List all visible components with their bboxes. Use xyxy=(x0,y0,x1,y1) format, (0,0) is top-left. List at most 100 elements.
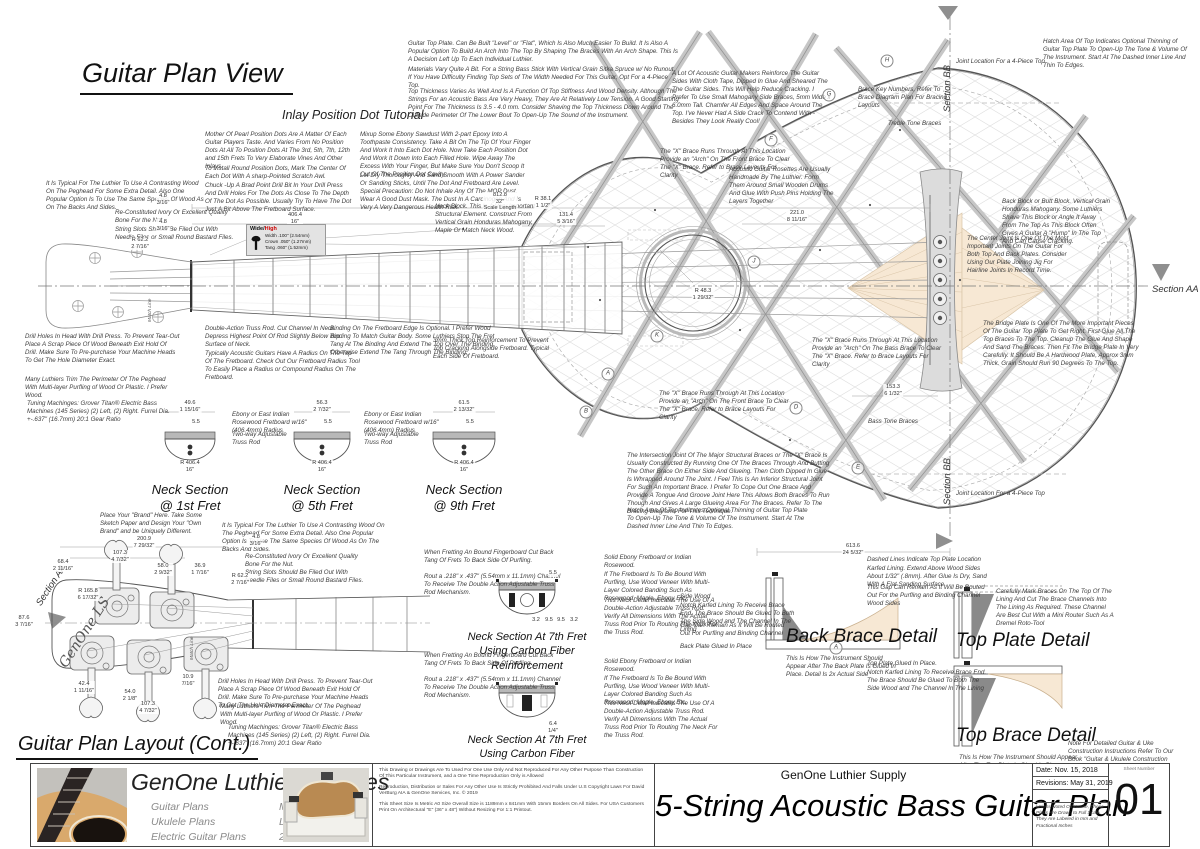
annotation: Materials Vary Quite A Bit. For a String… xyxy=(408,66,676,90)
annotation: The Intersection Joint Of The Major Stru… xyxy=(627,452,830,516)
date-row: Date: Nov. 15, 2018 xyxy=(1033,764,1108,777)
annotation: Binding On The Fretboard Edge Is Optiona… xyxy=(330,325,495,357)
annotation: Gap Can Remain As It Will Be Routed Out … xyxy=(680,622,785,638)
layout-title: Guitar Plan Layout (Cont.) xyxy=(16,733,259,760)
annotation: Rout a .218" x .437" (5.54mm x 11.1mm) C… xyxy=(424,573,561,597)
annotation: Special Precaution: Do Not Inhale Any Of… xyxy=(360,188,522,212)
sheet-number: 01 xyxy=(1114,775,1164,824)
brace-key-a: A xyxy=(601,367,615,381)
annotation: Place Your "Brand" Here. Take Some Sketc… xyxy=(100,512,203,536)
plan-title: 5-String Acoustic Bass Guitar Plan xyxy=(655,788,1130,823)
top-plate-detail-drawing xyxy=(953,585,1062,659)
annotation: The Bridge Plate Is One Of The More Impo… xyxy=(983,320,1139,368)
annotation: The "X" Brace Runs Through At This Locat… xyxy=(812,337,942,369)
annotation: Mother Of Pearl Position Dots Are A Matt… xyxy=(205,131,350,171)
dimension-label: 9.5 xyxy=(544,617,554,624)
section-aa-line xyxy=(38,264,1170,629)
annotation: A Lot Of Acoustic Guitar Makers Reinforc… xyxy=(672,70,831,126)
tail-block xyxy=(1097,241,1129,335)
annotation: GenOne LS xyxy=(56,594,114,671)
fretwire-rows: Width .100" (2.54mm) Crown .050" (1.27mm… xyxy=(265,233,312,251)
annotation: The Center Joint Is One Of The Most Impo… xyxy=(967,235,1069,275)
annotation: Treble Tone Braces xyxy=(888,120,942,127)
dimension-label: 3.2 xyxy=(569,617,579,624)
revisions-row: Revisions: May 31, 2019 xyxy=(1033,777,1113,790)
back-brace-detail-title: Back Brace Detail xyxy=(786,626,938,647)
annotation: Ebony or East Indian Rosewood Fretboard … xyxy=(364,411,439,435)
brace-key-f: F xyxy=(764,133,778,147)
scale-note: Unless Noted Otherwise, These Plans Are … xyxy=(1036,805,1104,829)
annotation: Typically Acoustic Guitars Have A Radius… xyxy=(205,350,360,382)
annotation: Joint Location For a 4-Piece Top xyxy=(956,58,1045,65)
sheet-number-label: Sheet Number xyxy=(1123,767,1155,772)
sheet-cell: Sheet Number 01 xyxy=(1109,764,1169,846)
neck-section-1-title: Neck Section@ 1st Fret xyxy=(151,482,229,514)
annotation: Chuck -Up A Brad Point Drill Bit In Your… xyxy=(205,182,352,214)
dimension-label: 5.5 xyxy=(191,419,201,426)
brace-key-k: K xyxy=(650,329,664,343)
annotation: Double-Action Truss Rod. Cut Channel In … xyxy=(205,325,340,349)
annotation: Drill Holes In Head With Drill Press. To… xyxy=(218,678,373,710)
annotation: Ebony or East Indian Rosewood Fretboard … xyxy=(232,411,307,435)
annotation: Two-way Adjustable Truss Rod xyxy=(364,431,419,447)
top-brace-detail-drawing xyxy=(953,661,1063,747)
annotation: Back Plate Glued In Place xyxy=(680,643,752,650)
annotation: Hatch Area Of Top Indicates Optional Thi… xyxy=(627,507,808,531)
annotation: When Fretting An Bound Fingerboard Cut B… xyxy=(424,549,554,565)
annotation: Dashed Lines Indicate Top Plate Location xyxy=(867,556,981,563)
legal-paragraph: This Drawing or Drawings Are To Used For… xyxy=(379,768,644,780)
annotation: Two-way Adjustable Truss Rod xyxy=(232,431,287,447)
neck-section-9-title: Neck Section@ 9th Fret xyxy=(425,482,503,514)
annotation: Carefully Mark Braces On The Top Of The … xyxy=(996,588,1114,628)
annotation: If The Fretboard Is To Be Bound With Pur… xyxy=(604,675,710,707)
annotation: Guitar Top Plate. Can Be Built "Level" o… xyxy=(408,40,678,64)
neck-section-details xyxy=(164,431,496,465)
company-name: GenOne Luthier Supply xyxy=(780,768,907,782)
annotation: Wood Sides xyxy=(867,600,901,607)
annotation: Hatch Area Of Top Indicates Optional Thi… xyxy=(1043,38,1187,70)
page-title: Guitar Plan View xyxy=(80,58,293,95)
annotation: Top Plate Glued In Place. xyxy=(867,660,937,667)
neck-section-5-title: Neck Section@ 5th Fret xyxy=(283,482,361,514)
brace-key-a: A xyxy=(829,641,843,655)
annotation: Tuning Machinges: Grover Titan® Electric… xyxy=(228,724,371,748)
annotation: Notch Karfed Lining To Receive Brace End… xyxy=(867,669,987,693)
annotation: Match Line xyxy=(190,636,195,660)
annotation: This Neck Detail Indicates The Use Of A … xyxy=(604,700,718,740)
brace-key-j: J xyxy=(747,255,761,269)
dimension-label: 5.5 xyxy=(465,419,475,426)
annotation: When Fretting An Bound Fingerboard Cut B… xyxy=(424,652,554,668)
annotation: Mixup Some Ebony Sawdust With 2-part Epo… xyxy=(360,131,531,179)
annotation: Section BB xyxy=(942,65,953,112)
annotation: Joint Location For a 4-Piece Top xyxy=(956,490,1045,497)
annotation: This Neck Detail Indicates The Use Of A … xyxy=(604,597,718,637)
annotation: This Is How The Instrument Should Appear… xyxy=(786,655,896,679)
annotation: Section BB xyxy=(942,458,953,505)
dimension-label: 3.2 xyxy=(531,617,541,624)
dimension-label: 5.5 xyxy=(323,419,333,426)
fretwire-title: Wide/High xyxy=(250,226,277,232)
